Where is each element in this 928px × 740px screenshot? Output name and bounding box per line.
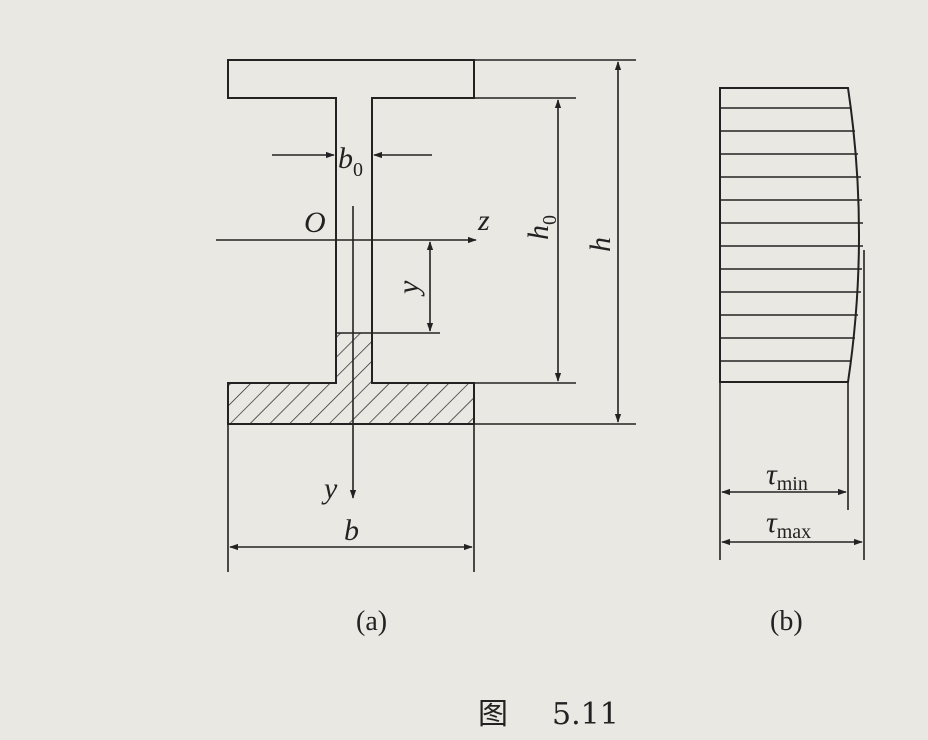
label-origin: O: [304, 206, 326, 239]
label-y-axis: y: [321, 472, 338, 505]
label-tau-max: τmax: [766, 506, 811, 543]
figure-caption-number: 5.11: [552, 697, 619, 732]
caption-a: (a): [356, 606, 387, 637]
label-tau-min: τmin: [766, 458, 808, 495]
label-y-distance: y: [392, 280, 425, 297]
label-h0: h0: [522, 215, 561, 240]
label-b: b: [344, 514, 359, 547]
label-b0: b0: [338, 142, 363, 181]
shear-stress-lines: [720, 107, 863, 362]
caption-b: (b): [770, 606, 803, 637]
figure-a: b0 O z h0 h y y b (a): [216, 59, 636, 637]
hatched-area: [228, 333, 474, 424]
shear-distribution-outline: [719, 87, 860, 383]
figure-caption-prefix: 图: [478, 697, 508, 732]
label-z: z: [477, 204, 490, 237]
figure-b: τmin τmax (b): [719, 87, 865, 637]
label-h: h: [584, 237, 617, 252]
